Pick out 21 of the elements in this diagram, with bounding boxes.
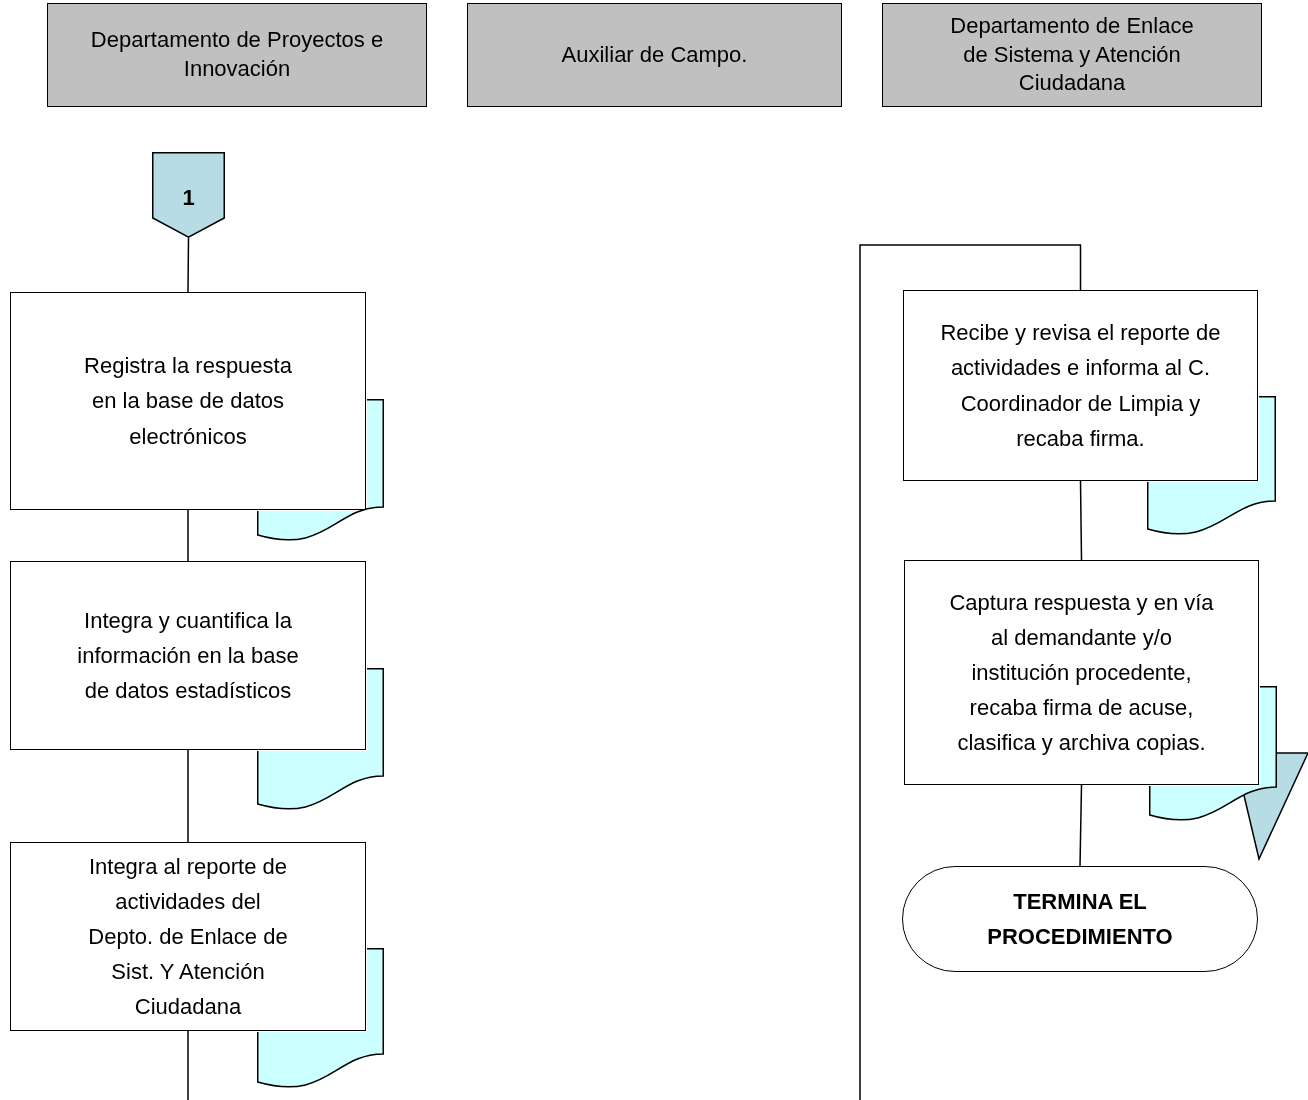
lane-header xyxy=(882,3,1262,107)
node-text: Departamento de Proyectos e Innovación xyxy=(89,26,385,83)
lane-header xyxy=(47,3,427,107)
connector-line xyxy=(1079,480,1083,561)
node-text: Captura respuesta y en vía al demandante y/o institución procedente, recaba firma de acuse, clasifica y archiva copias. xyxy=(948,588,1215,758)
lane-header xyxy=(467,3,842,107)
node-text: Auxiliar de Campo. xyxy=(561,40,748,69)
connector-line xyxy=(859,244,1082,1100)
connector-line xyxy=(187,1030,189,1100)
connector-line xyxy=(187,509,189,562)
node-text: Registra la respuesta en la base de datos electrónicos xyxy=(83,352,293,451)
node-text: 1 xyxy=(182,184,195,212)
off-page-connector xyxy=(152,152,225,238)
node-text: Departamento de Enlace de Sistema y Atención Ciudadana xyxy=(949,12,1195,98)
node-text: TERMINA EL PROCEDIMIENTO xyxy=(986,887,1174,951)
connector-line xyxy=(1079,784,1083,867)
node-text: Integra y cuantifica la información en la base de datos estadísticos xyxy=(76,606,300,706)
node-text: Recibe y revisa el reporte de actividades e informa al C. Coordinador de Limpia y recaba firma. xyxy=(939,319,1222,453)
connector-line xyxy=(187,237,190,293)
node-text: Integra al reporte de actividades del Depto. de Enlace de Sist. Y Atención Ciudadana xyxy=(87,852,289,1022)
connector-line xyxy=(187,749,189,843)
